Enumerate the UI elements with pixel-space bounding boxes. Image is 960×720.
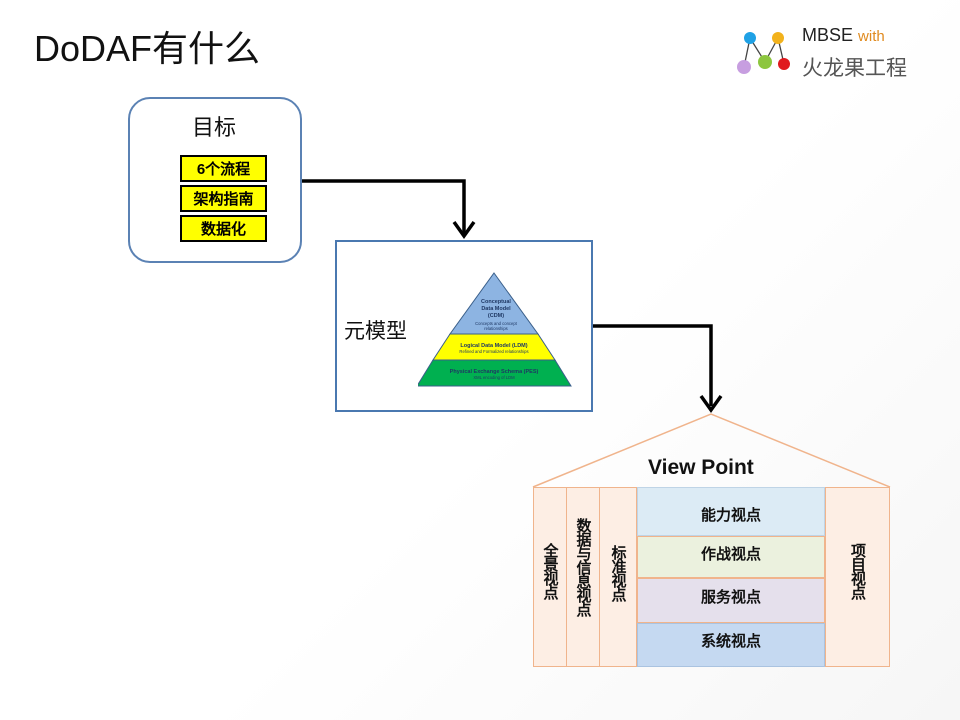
pyramid-pes-layer	[418, 359, 572, 387]
logo-brand-line: MBSE with	[802, 25, 885, 46]
viewpoint-data-information: 数据与信息视点	[566, 487, 600, 667]
viewpoint-project-label: 项目视点	[849, 543, 866, 599]
viewpoint-all-label: 全景视点	[541, 543, 559, 599]
viewpoint-standards: 标准视点	[599, 487, 637, 667]
viewpoint-capability-label: 能力视点	[700, 507, 761, 524]
logo-brand: MBSE	[802, 25, 854, 45]
viewpoint-title: View Point	[648, 456, 754, 479]
goal-item-processes: 6个流程	[180, 155, 267, 182]
goal-to-metamodel-arrow	[302, 179, 476, 240]
logo-with: with	[858, 28, 885, 45]
viewpoint-operational-label: 作战视点	[700, 546, 761, 563]
metamodel-to-viewpoint-arrow	[593, 324, 723, 414]
cdm-subtitle-1: Concepts and concept	[475, 321, 518, 326]
viewpoint-data-information-label: 数据与信息视点	[574, 518, 592, 616]
mbse-logo-icon	[737, 32, 790, 74]
cdm-title-1: Conceptual	[481, 299, 511, 305]
viewpoint-services-label: 服务视点	[700, 589, 761, 606]
pes-title: Physical Exchange Schema (PES)	[450, 369, 539, 375]
viewpoint-standards-label: 标准视点	[609, 545, 627, 601]
metamodel-label: 元模型	[344, 320, 407, 343]
pes-subtitle: XML encoding of LDM	[473, 375, 515, 380]
goal-title: 目标	[192, 115, 237, 140]
viewpoint-project: 项目视点	[825, 487, 890, 667]
viewpoint-services: 服务视点	[637, 578, 825, 623]
ldm-title: Logical Data Model (LDM)	[460, 343, 527, 349]
logo-subtitle: 火龙果工程	[802, 57, 907, 80]
goal-item-data-centric: 数据化	[180, 215, 267, 242]
slide-title: DoDAF有什么	[34, 28, 261, 69]
cdm-title-2: Data Model	[481, 306, 511, 312]
viewpoint-systems: 系统视点	[637, 623, 825, 667]
viewpoint-operational: 作战视点	[637, 536, 825, 578]
data-model-pyramid: Conceptual Data Model (CDM) Concepts and…	[418, 272, 572, 387]
viewpoint-all: 全景视点	[533, 487, 567, 667]
ldm-subtitle: Refined and Formalized relationships	[459, 349, 528, 354]
viewpoint-capability: 能力视点	[637, 487, 825, 536]
cdm-title-3: (CDM)	[488, 313, 504, 319]
viewpoint-systems-label: 系统视点	[700, 633, 761, 650]
goal-item-guide: 架构指南	[180, 185, 267, 212]
cdm-subtitle-2: relationships	[484, 326, 508, 331]
